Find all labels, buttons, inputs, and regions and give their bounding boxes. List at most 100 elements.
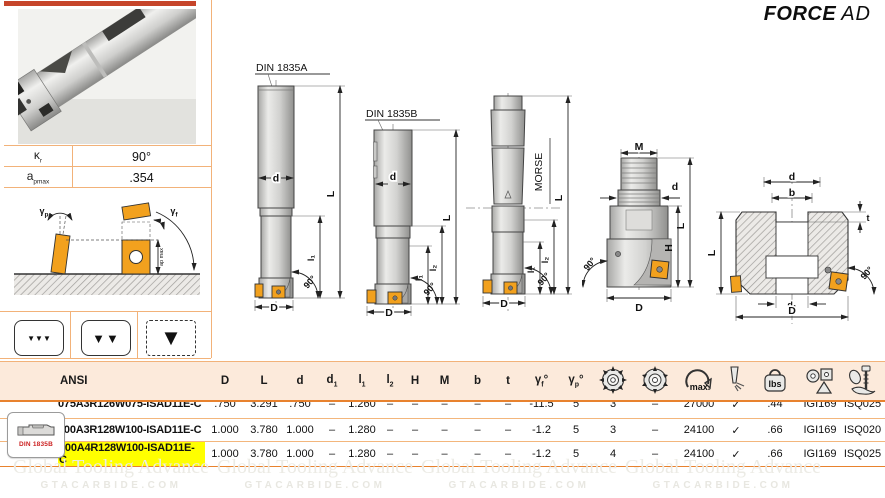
- dim-D: D: [635, 302, 643, 314]
- col-insert-shapes-icon: [800, 361, 840, 402]
- weldon-shank-icon: [17, 424, 55, 435]
- col-D: D: [205, 361, 245, 402]
- insert-side: [50, 233, 71, 275]
- cell-coolant: ✓: [722, 418, 750, 442]
- application-icon-medium: ▼▼: [81, 320, 131, 356]
- brand-series: AD: [841, 3, 871, 25]
- dim-L: L: [706, 249, 718, 256]
- cutter-body: [18, 9, 196, 132]
- diagram-shell-mill: d b t L 90° d₁ D: [706, 172, 877, 324]
- dim-L: L: [441, 214, 453, 221]
- dim-H: H: [663, 244, 675, 252]
- dim-D: D: [500, 298, 508, 310]
- brand-name: FORCE: [763, 3, 837, 25]
- insert: [254, 283, 264, 298]
- wiper-insert-count-icon: [642, 365, 668, 394]
- dim-angle: 90°: [858, 264, 875, 281]
- table-row[interactable]: 100A3R128W100-ISAD11E-C 1.000 3.780 1.00…: [0, 418, 885, 442]
- dim-D: D: [270, 302, 278, 314]
- application-icon-light: ▼▼▼: [14, 320, 64, 356]
- dim-l2: l₂: [428, 265, 438, 272]
- dim-L: L: [675, 222, 687, 229]
- divider: [0, 311, 211, 312]
- max-label: max.: [690, 382, 711, 392]
- dim-M: M: [635, 142, 644, 153]
- col-ansi: ANSI: [0, 361, 205, 402]
- morse-taper: [490, 109, 526, 147]
- divider: [137, 312, 138, 358]
- cell-coolant: ✓: [722, 441, 750, 467]
- kappa-value: 90°: [132, 149, 151, 164]
- col-coolant-icon: [722, 361, 750, 402]
- dim-L: L: [553, 194, 565, 201]
- col-gamma-p: γp°: [560, 361, 592, 402]
- table-row-highlighted[interactable]: 100A4R128W100-ISAD11E-C 1.000 3.780 1.00…: [0, 441, 885, 467]
- panel-divider: [211, 0, 212, 358]
- insert-shapes-icon: [806, 367, 833, 394]
- insert-tilted: [121, 202, 152, 221]
- col-H: H: [403, 361, 427, 402]
- col-spare-parts-icon: [840, 361, 885, 402]
- kappa-label: κr: [33, 148, 43, 165]
- tang: [493, 95, 523, 111]
- dim-d: d: [672, 181, 678, 193]
- table-row[interactable]: 075A3R126W075-ISAD11E-C .750 3.291 .750 …: [0, 401, 885, 419]
- din1835a-title: DIN 1835A: [256, 62, 307, 74]
- weight-lbs-icon: lbs: [764, 368, 786, 392]
- divider: [0, 358, 211, 359]
- col-b: b: [462, 361, 493, 402]
- bottom-bore: [775, 277, 809, 295]
- morse-taper: [491, 147, 525, 205]
- col-M: M: [427, 361, 462, 402]
- diagram-din1835a: DIN 1835A d L l₁ 90° D: [254, 62, 345, 314]
- ap-max-label: apmax: [26, 169, 50, 186]
- divider: [70, 312, 71, 358]
- gamma-f-label: γf: [170, 206, 178, 219]
- bore: [775, 221, 809, 257]
- col-l2: l2: [377, 361, 403, 402]
- diagram-morse: MORSE L l₂ l₁ 90° D: [466, 93, 572, 312]
- shank-type-badge: DIN 1835B: [7, 412, 65, 458]
- diagram-din1835b: DIN 1835B d L l₂ l₁ 90° D: [365, 108, 460, 318]
- body: [491, 205, 525, 233]
- insert: [482, 279, 493, 294]
- dim-l2: l₂: [540, 257, 550, 264]
- ap-max-row: apmax .354: [4, 167, 211, 188]
- cell-coolant: ✓: [731, 401, 741, 411]
- col-d1: d1: [317, 361, 347, 402]
- morse-label: MORSE: [533, 153, 545, 192]
- divider: [72, 146, 73, 187]
- triangle-large-icon: ▼: [160, 325, 182, 350]
- ap-max-dim-label: ap max: [159, 248, 165, 266]
- accent-top-bar: [4, 1, 196, 6]
- dim-d: d: [789, 172, 795, 183]
- workpiece-hatch: [14, 274, 200, 295]
- shank: [257, 85, 295, 209]
- dim-d: d: [273, 173, 279, 185]
- col-l1: l1: [347, 361, 377, 402]
- insert: [729, 275, 743, 293]
- triangles-medium-icon: ▼▼: [92, 330, 120, 346]
- flute-body: [492, 231, 524, 275]
- col-wiper-inserts-icon: [634, 361, 676, 402]
- col-d: d: [283, 361, 317, 402]
- col-t: t: [493, 361, 523, 402]
- ap-max-value: .354: [129, 170, 154, 185]
- max-rpm-icon: max.: [685, 368, 712, 392]
- dim-l1: l₁: [306, 255, 316, 262]
- dim-L: L: [325, 190, 337, 197]
- dim-d: d: [390, 171, 396, 183]
- insert-screw-hole: [129, 250, 143, 264]
- insert-count-icon: [599, 365, 627, 394]
- dim-angle: 90°: [582, 255, 598, 272]
- weldon-flat: [373, 165, 378, 179]
- divider: [4, 166, 211, 167]
- coolant-icon: [730, 365, 745, 391]
- col-weight-icon: lbs: [750, 361, 800, 402]
- din1835b-title: DIN 1835B: [366, 108, 417, 120]
- col-max-rpm-icon: max.: [676, 361, 722, 402]
- weldon-flat: [373, 141, 378, 162]
- rake-angle-diagram: γp γf ap max: [14, 202, 200, 295]
- col-inserts-icon: [592, 361, 634, 402]
